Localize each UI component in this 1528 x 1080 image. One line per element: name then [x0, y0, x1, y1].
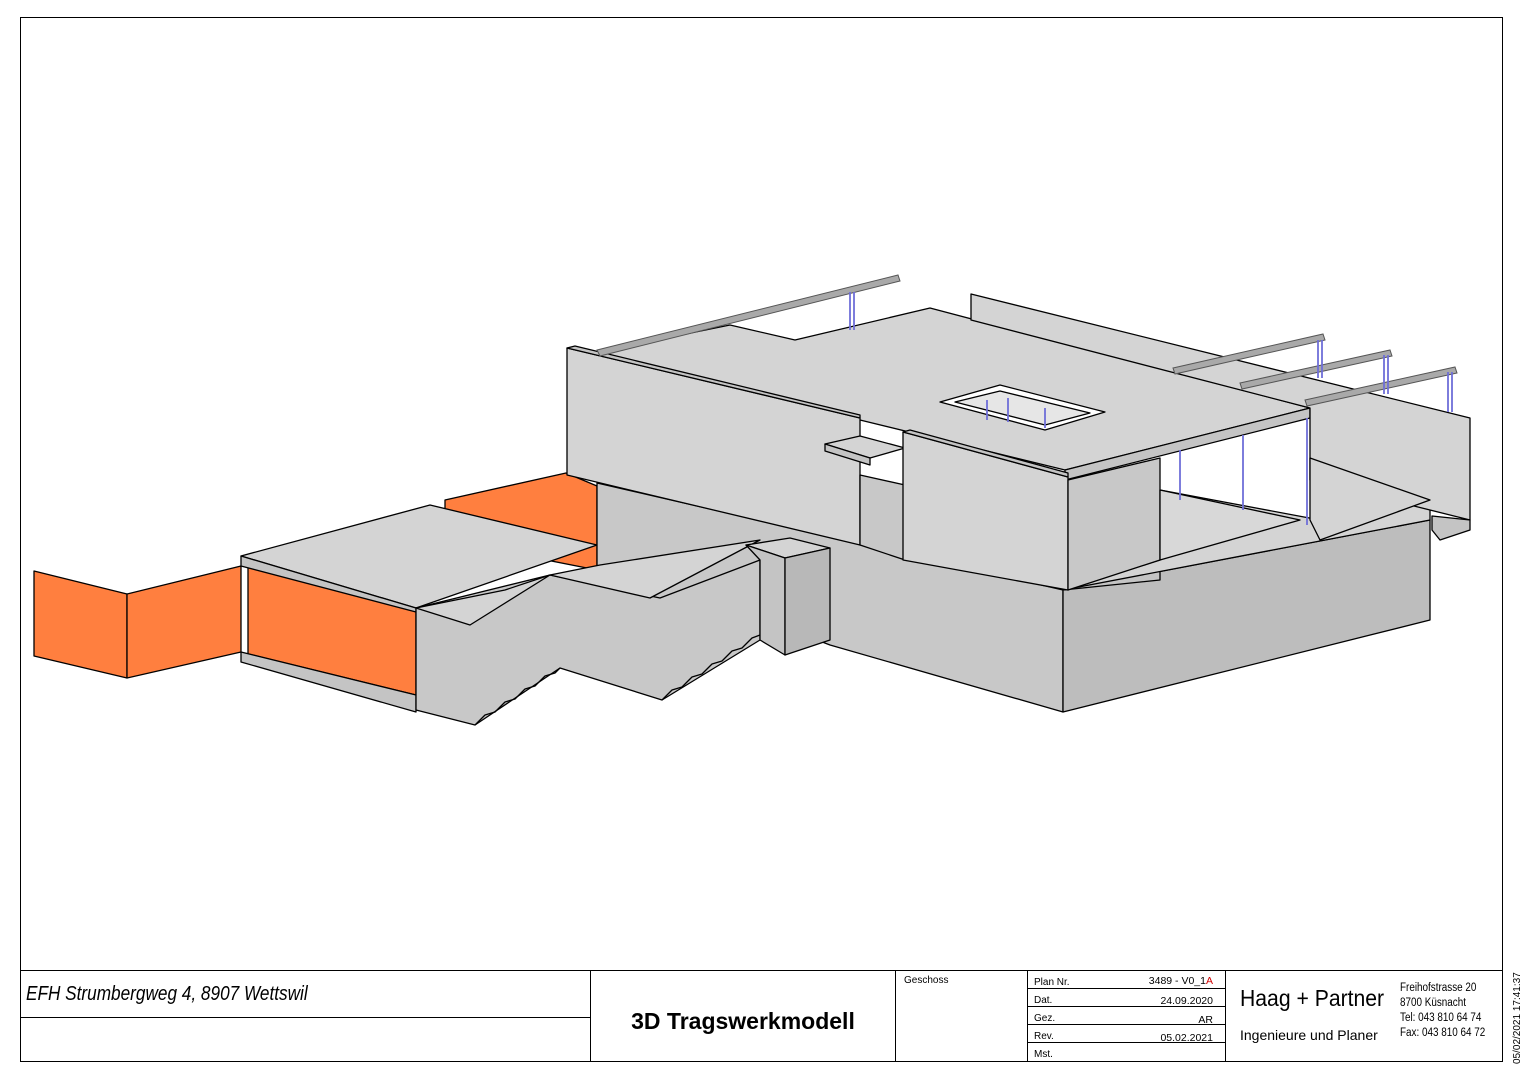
rear-slab	[1309, 457, 1431, 541]
drawing-frame	[20, 17, 1503, 1062]
address-line-2: 8700 Küsnacht	[1400, 997, 1466, 1009]
plan-title: 3D Tragswerkmodell	[631, 1007, 855, 1034]
print-timestamp: 05/02/2021 17:41:37	[1512, 972, 1523, 1064]
orange-retaining-walls	[33, 472, 598, 696]
balcony-slab	[824, 435, 906, 466]
plan-nr-value: 3489 - V0_1A	[1148, 975, 1213, 987]
railings	[596, 274, 1458, 407]
stair-block	[415, 539, 761, 726]
plan-nr-revision: A	[1205, 975, 1213, 987]
railing-right-1	[1172, 333, 1326, 375]
upper-front-wall	[566, 345, 861, 546]
geschoss-label: Geschoss	[904, 975, 949, 986]
gez-value: AR	[1198, 1014, 1213, 1026]
firm-name: Haag + Partner	[1240, 985, 1385, 1011]
project-name: EFH Strumbergweg 4, 8907 Wettswil	[26, 983, 308, 1005]
dat-value: 24.09.2020	[1160, 995, 1213, 1007]
firm-address: Freihofstrasse 20 8700 Küsnacht Tel: 043…	[1400, 981, 1485, 1041]
middle-wall	[902, 429, 1069, 591]
firm-phone: Tel: 043 810 64 74	[1400, 1012, 1482, 1024]
railing-posts	[849, 292, 1453, 525]
firm-fax: Fax: 043 810 64 72	[1400, 1027, 1486, 1039]
roof-opening	[939, 384, 1106, 431]
railing-right-2	[1239, 349, 1393, 390]
railing-right-3	[1304, 366, 1458, 407]
railing-left	[596, 274, 901, 357]
title-block: EFH Strumbergweg 4, 8907 Wettswil 3D Tra…	[20, 970, 1503, 1062]
dat-label: Dat.	[1034, 995, 1053, 1006]
rear-floor	[1159, 489, 1301, 561]
recess-opening	[859, 474, 906, 561]
landing-block	[745, 537, 831, 656]
gez-label: Gez.	[1034, 1013, 1056, 1024]
rev-value: 05.02.2021	[1160, 1032, 1213, 1044]
address-line-1: Freihofstrasse 20	[1400, 982, 1477, 994]
plan-nr-label: Plan Nr.	[1034, 977, 1070, 988]
firm-subtitle: Ingenieure und Planer	[1240, 1027, 1378, 1043]
rev-label: Rev.	[1034, 1031, 1054, 1042]
mst-label: Mst.	[1034, 1049, 1053, 1060]
